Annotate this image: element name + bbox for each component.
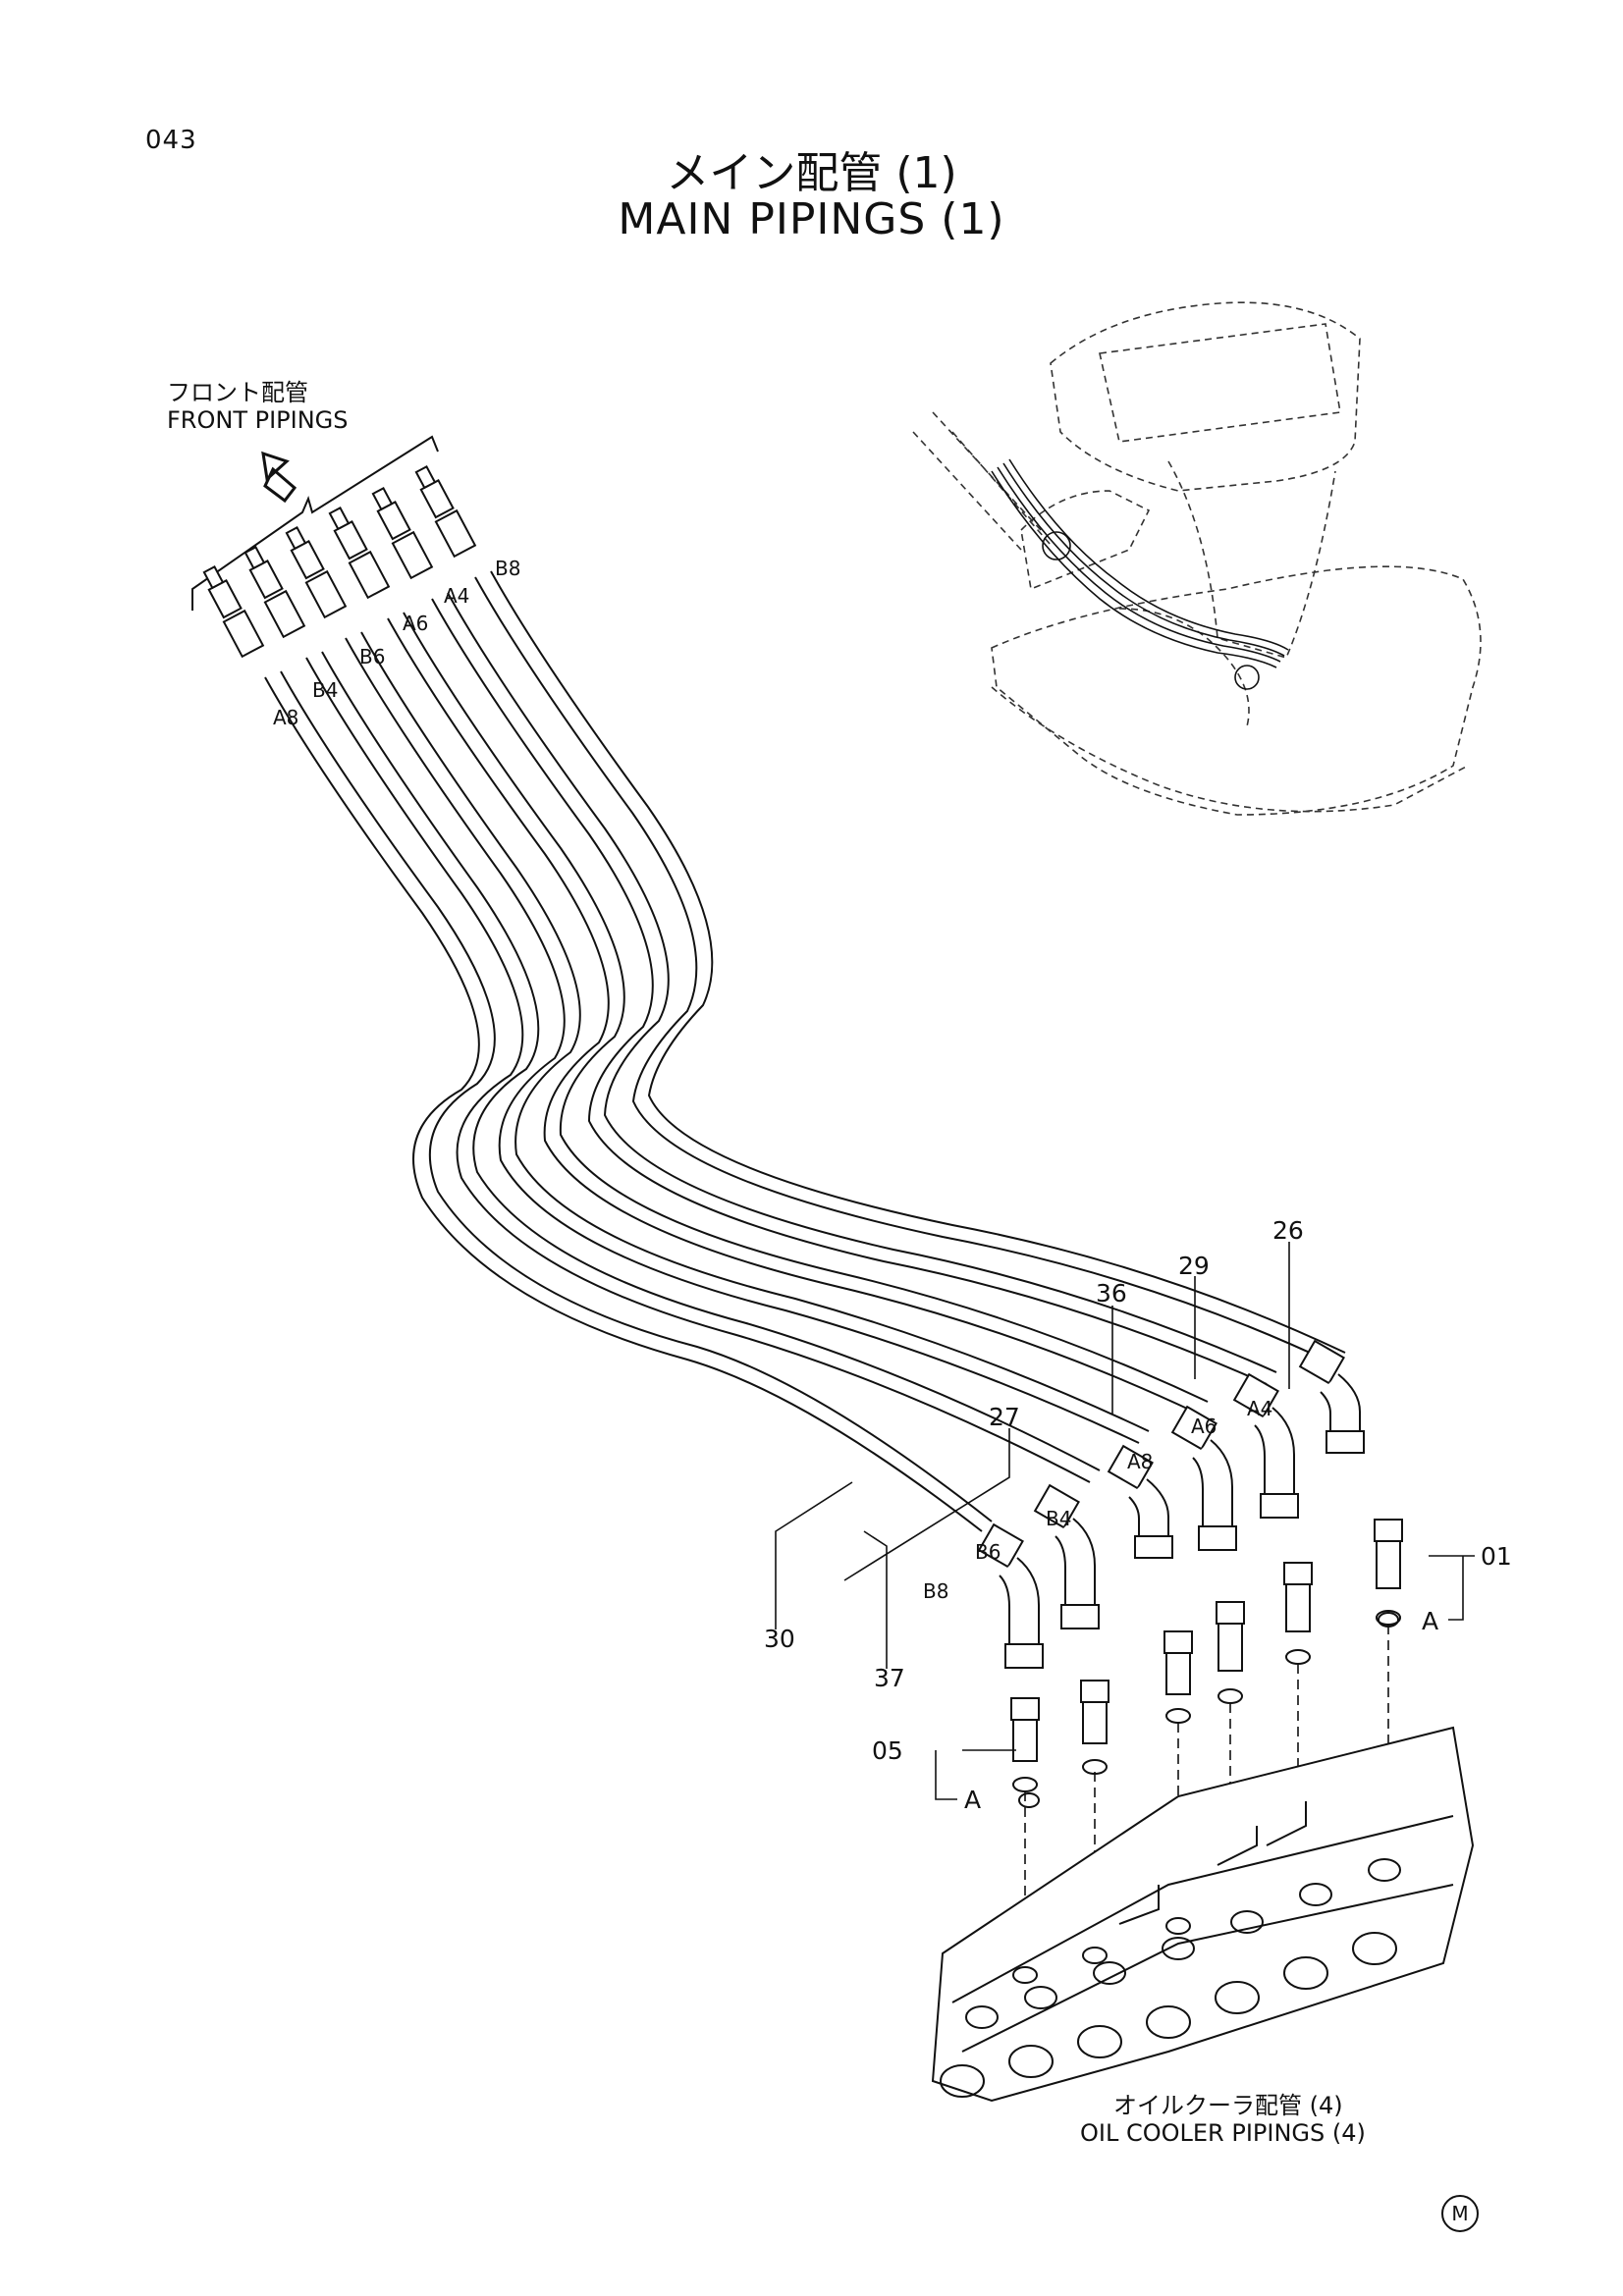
hose-a8 [264,670,993,1532]
part-37: 37 [874,1664,905,1692]
hose-a6 [387,612,1209,1415]
leader-lines [775,1242,1475,1800]
part-26: 26 [1272,1216,1304,1245]
hose-b8 [474,570,1346,1365]
hose-b6 [345,631,1150,1444]
part-27: 27 [989,1403,1020,1431]
part-29: 29 [1178,1252,1210,1280]
part-01: 01 [1481,1542,1512,1571]
title-japanese: メイン配管 (1) [666,148,957,198]
detail-a-marker-upper: A [1422,1607,1438,1635]
part-05: 05 [872,1736,903,1765]
tag-valve-a6: A6 [1191,1415,1217,1438]
tag-front-b4: B4 [312,678,338,702]
adapters [1010,1519,1403,1792]
o-ring-05 [1018,1792,1040,1808]
tag-valve-b6: B6 [975,1540,1001,1564]
valve-elbows [977,1339,1365,1669]
tag-front-a6: A6 [403,612,428,635]
front-arrow-icon [261,451,298,504]
front-pipings-label-en: FRONT PIPINGS [167,406,349,434]
tag-valve-a4: A4 [1247,1397,1272,1420]
tag-valve-a8: A8 [1127,1450,1153,1473]
tag-front-a4: A4 [444,584,469,608]
part-30: 30 [764,1625,795,1653]
oil-cooler-pipings-label-ja: オイルクーラ配管 (4) [1113,2092,1343,2119]
corner-mark: M [1441,2195,1479,2232]
tag-front-b8: B8 [495,557,520,580]
detail-a-marker-lower: A [964,1786,981,1814]
machine-hose-bundle [991,458,1289,690]
part-36: 36 [1096,1279,1127,1308]
o-ring-01 [1378,1612,1399,1628]
excavator-outline [912,301,1482,816]
control-valve [931,1726,1475,2103]
page-number: 043 [145,126,197,155]
tag-front-b6: B6 [359,645,385,668]
title-english: MAIN PIPINGS (1) [618,194,1005,244]
front-pipings-label-ja: フロント配管 [167,379,308,406]
oil-cooler-pipings-label-en: OIL COOLER PIPINGS (4) [1080,2119,1366,2147]
tag-front-a8: A8 [273,706,298,729]
tag-valve-b8: B8 [923,1579,948,1603]
front-fittings [202,465,477,659]
tag-valve-b4: B4 [1046,1507,1071,1530]
hose-a4 [431,592,1277,1385]
front-bracket [191,435,439,611]
hose-b4 [305,651,1101,1483]
